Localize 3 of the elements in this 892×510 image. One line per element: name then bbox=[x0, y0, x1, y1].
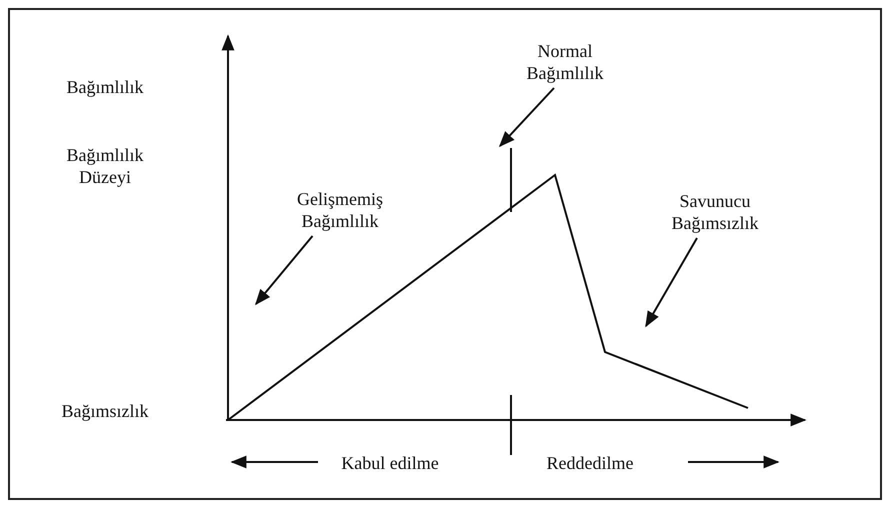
leader-arrow bbox=[254, 235, 314, 306]
leader-arrow bbox=[645, 238, 698, 328]
leader-arrow bbox=[498, 87, 555, 148]
